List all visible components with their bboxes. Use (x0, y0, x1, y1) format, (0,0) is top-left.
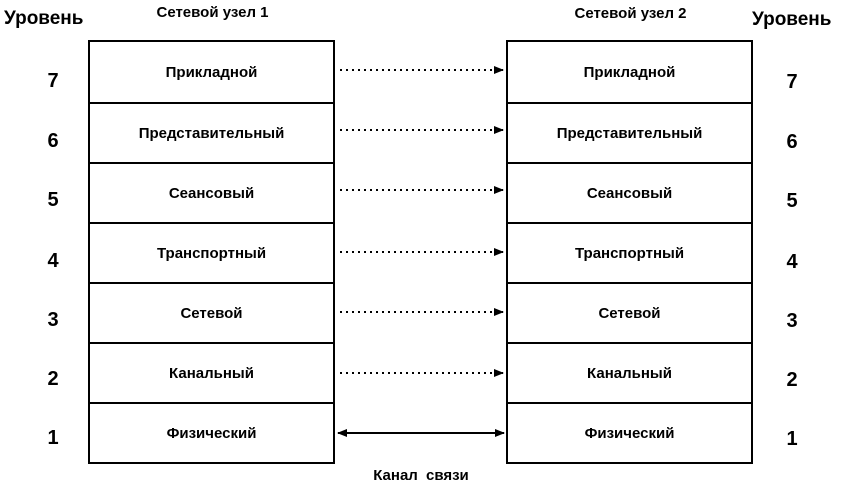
right-level-6: 6 (786, 131, 798, 153)
node2-stack: Прикладной Представительный Сеансовый Тр… (506, 40, 753, 464)
right-level-2: 2 (786, 369, 798, 391)
left-level-5: 5 (47, 189, 59, 211)
left-level-4: 4 (47, 250, 59, 272)
node2-layer-2: Канальный (508, 342, 751, 402)
left-level-2: 2 (47, 368, 59, 390)
node1-layer-2: Канальный (90, 342, 333, 402)
left-level-1: 1 (47, 427, 59, 449)
node1-layer-4: Транспортный (90, 222, 333, 282)
right-level-5: 5 (786, 190, 798, 212)
left-level-7: 7 (47, 70, 59, 92)
right-level-4: 4 (786, 251, 798, 273)
right-level-7: 7 (786, 71, 798, 93)
node1-stack: Прикладной Представительный Сеансовый Тр… (88, 40, 335, 464)
node2-title: Сетевой узел 2 (574, 5, 687, 22)
right-level-header: Уровень (752, 9, 832, 30)
node1-layer-7: Прикладной (165, 63, 258, 81)
node1-layer-6: Представительный (90, 102, 333, 162)
left-level-header: Уровень (4, 8, 84, 29)
left-level-6: 6 (47, 130, 59, 152)
node1-layer-3: Сетевой (90, 282, 333, 342)
node2-layer-6: Представительный (508, 102, 751, 162)
node2-layer-4: Транспортный (508, 222, 751, 282)
right-level-3: 3 (786, 310, 798, 332)
node1-layer-5: Сеансовый (90, 162, 333, 222)
node2-layer-1: Физический (508, 402, 751, 462)
node2-layer-7: Прикладной (583, 63, 676, 81)
node1-layer-1: Физический (90, 402, 333, 462)
left-level-3: 3 (47, 309, 59, 331)
node2-layer-5: Сеансовый (508, 162, 751, 222)
node2-layer-3: Сетевой (508, 282, 751, 342)
node1-title: Сетевой узел 1 (156, 4, 269, 21)
right-level-1: 1 (786, 428, 798, 450)
channel-label: Канал связи (373, 467, 469, 484)
